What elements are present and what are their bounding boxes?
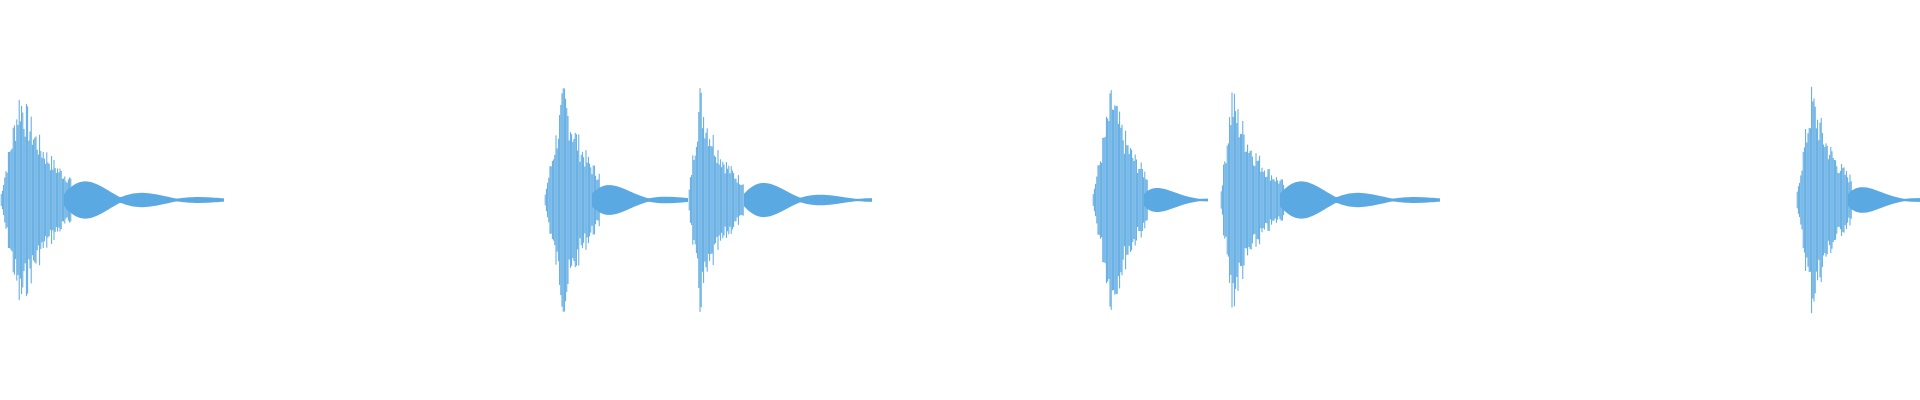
waveform-burst: [544, 88, 600, 312]
waveform-tail: [1848, 187, 1920, 213]
waveform-tail-shape: [64, 181, 224, 219]
waveform-tail-shape: [744, 183, 872, 217]
waveform-tail: [64, 181, 224, 219]
waveform-tail-shape: [1280, 181, 1440, 219]
waveform-burst: [1796, 86, 1852, 314]
waveform-tail-shape: [1144, 188, 1208, 212]
waveform-tail: [1144, 188, 1208, 212]
waveform-tail-shape: [592, 185, 688, 215]
waveform-burst: [0, 99, 72, 301]
waveform-tail: [744, 183, 872, 217]
waveform-tail: [592, 185, 688, 215]
waveform-burst: [1092, 90, 1148, 310]
waveform-burst: [688, 88, 744, 312]
waveform-tail: [1280, 181, 1440, 219]
waveform-burst: [1220, 92, 1285, 308]
waveform-tail-shape: [1848, 187, 1920, 213]
